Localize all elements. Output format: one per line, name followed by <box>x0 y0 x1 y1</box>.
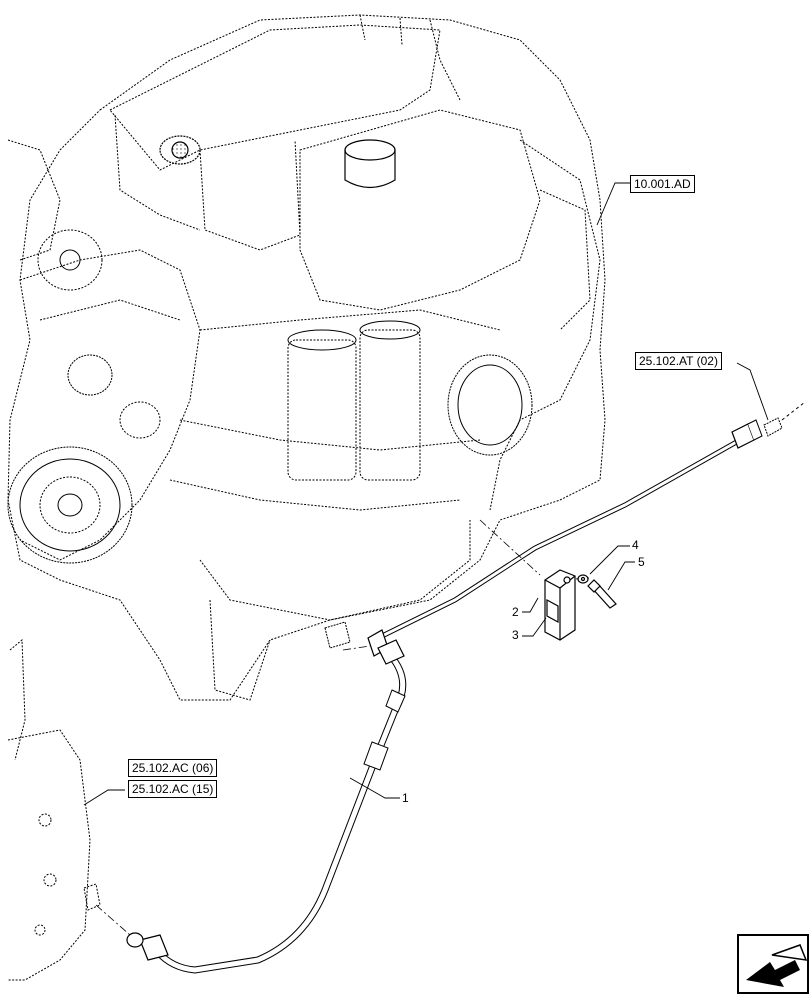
leader-lines <box>83 182 769 806</box>
assembly-lines <box>95 519 591 936</box>
reference-25-102-at-02[interactable]: 25.102.AT (02) <box>635 352 722 370</box>
sensor-fitting <box>324 621 351 649</box>
engine-block <box>7 14 606 761</box>
transmission-housing <box>7 729 101 981</box>
callout-3: 3 <box>512 628 519 642</box>
washer <box>577 574 589 584</box>
filler-cap <box>159 135 396 189</box>
reference-25-102-ac-06[interactable]: 25.102.AC (06) <box>128 759 218 777</box>
pipe-2 <box>367 401 806 657</box>
clamp <box>544 569 576 641</box>
reference-25-102-ac-15[interactable]: 25.102.AC (15) <box>128 780 218 798</box>
callout-1: 1 <box>402 791 409 805</box>
reference-10-001-ad[interactable]: 10.001.AD <box>630 175 695 193</box>
callout-5: 5 <box>638 555 645 569</box>
callout-4: 4 <box>632 538 639 552</box>
callout-2: 2 <box>512 605 519 619</box>
bolt <box>587 579 617 609</box>
crank-pulley <box>7 229 161 564</box>
fuel-filters <box>287 320 421 481</box>
flywheel-ring <box>447 354 533 456</box>
pipe-1 <box>126 639 407 974</box>
